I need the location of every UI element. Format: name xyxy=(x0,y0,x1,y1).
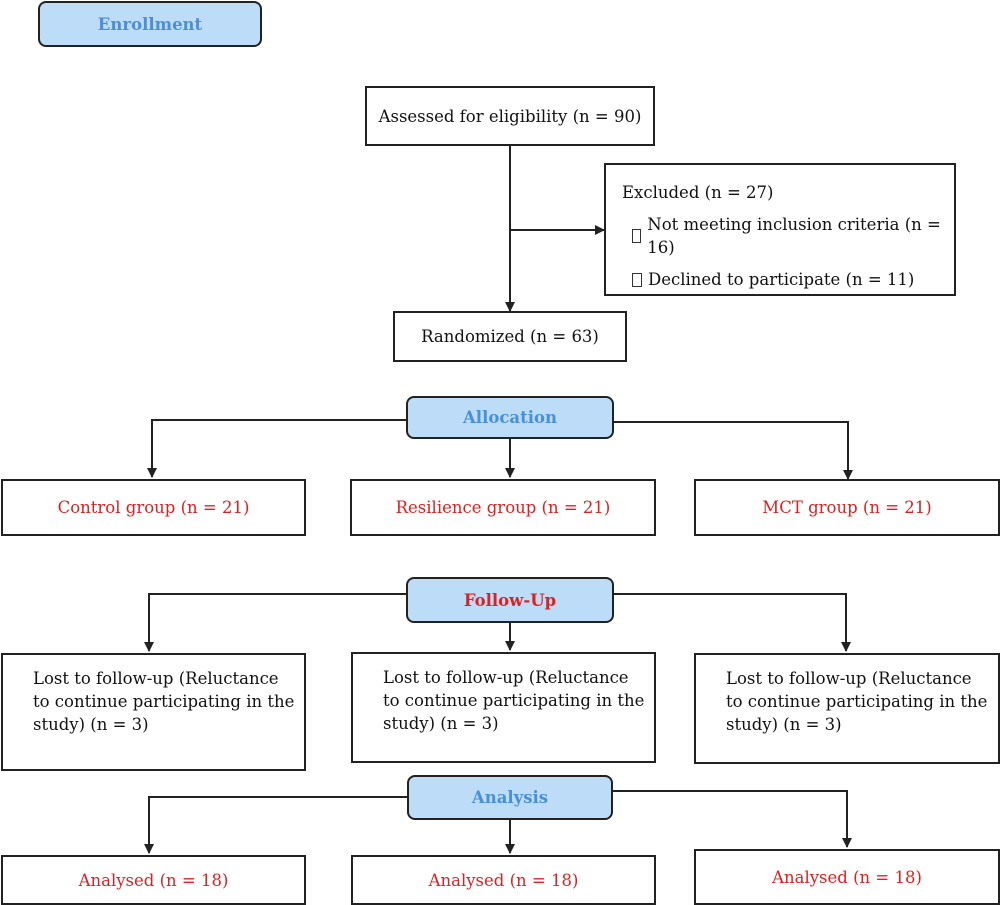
excluded-box: Excluded (n = 27) Not meeting inclusion … xyxy=(604,163,956,296)
excluded-item: Not meeting inclusion criteria (n = 16) xyxy=(622,213,944,259)
allocation-mct-box: MCT group (n = 21) xyxy=(694,479,1000,536)
lost-mct-box: Lost to follow-up (Reluctance to continu… xyxy=(694,653,1000,764)
checkbox-bullet-icon xyxy=(632,272,642,287)
randomized-box: Randomized (n = 63) xyxy=(393,311,627,362)
lost-control-box: Lost to follow-up (Reluctance to continu… xyxy=(1,653,306,771)
allocation-control-box: Control group (n = 21) xyxy=(1,479,306,536)
stage-follow-up: Follow-Up xyxy=(406,577,614,623)
stage-allocation: Allocation xyxy=(406,396,614,439)
excluded-item-label: Not meeting inclusion criteria (n = 16) xyxy=(647,215,941,257)
excluded-item-label: Declined to participate (n = 11) xyxy=(648,270,915,289)
allocation-resilience-box: Resilience group (n = 21) xyxy=(350,479,656,536)
stage-enrollment: Enrollment xyxy=(38,1,262,47)
checkbox-bullet-icon xyxy=(632,229,642,243)
lost-resilience-box: Lost to follow-up (Reluctance to continu… xyxy=(351,652,656,763)
analysed-control-box: Analysed (n = 18) xyxy=(1,855,306,905)
analysed-mct-box: Analysed (n = 18) xyxy=(694,849,1000,905)
analysed-resilience-box: Analysed (n = 18) xyxy=(351,855,656,905)
excluded-title: Excluded (n = 27) xyxy=(622,183,774,202)
assessed-box: Assessed for eligibility (n = 90) xyxy=(365,86,655,146)
stage-analysis: Analysis xyxy=(407,775,613,820)
excluded-item: Declined to participate (n = 11) xyxy=(622,268,944,291)
